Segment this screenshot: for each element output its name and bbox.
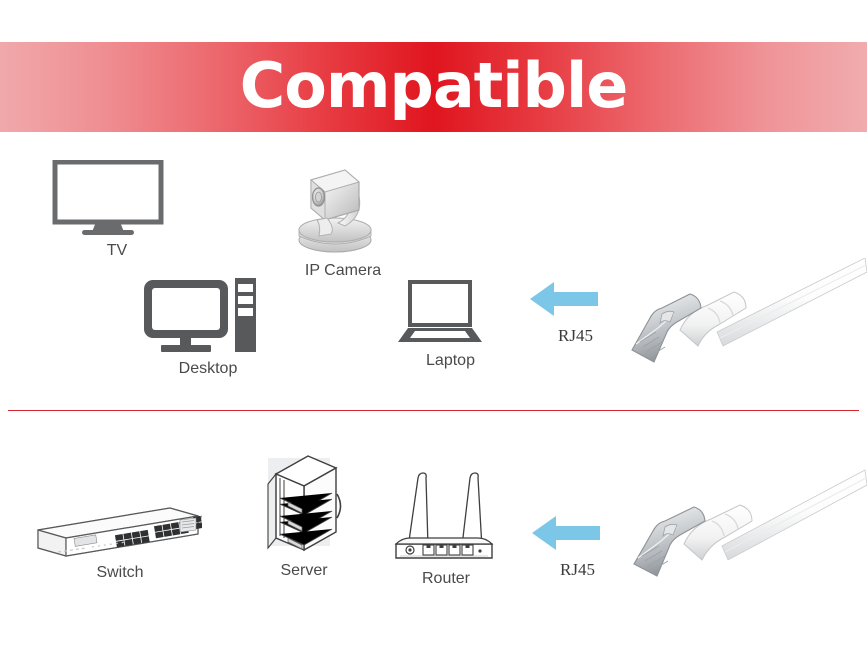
arrow-left-icon: [530, 512, 625, 554]
arrow-left-icon: [528, 278, 623, 320]
device-server: Server: [258, 452, 350, 580]
device-desktop: Desktop: [143, 276, 273, 378]
device-ip-camera: IP Camera: [283, 160, 403, 280]
ethernet-cable-top: [622, 258, 867, 366]
server-rack-icon: [258, 452, 350, 556]
device-laptop: Laptop: [398, 280, 503, 370]
laptop-icon: [398, 280, 503, 346]
ethernet-cable-bottom: [622, 468, 867, 584]
connector-rj45-top: RJ45: [528, 278, 623, 346]
device-label-switch: Switch: [96, 564, 144, 581]
desktop-computer-icon: [143, 276, 273, 354]
device-tv: TV: [52, 160, 182, 260]
connector-rj45-bottom: RJ45: [530, 512, 625, 580]
network-switch-icon: [30, 486, 210, 558]
device-label-tv: TV: [106, 242, 128, 259]
ip-camera-icon: [283, 160, 403, 256]
device-label-desktop: Desktop: [178, 360, 238, 377]
page-title: Compatible: [239, 49, 629, 122]
device-switch: Switch: [30, 486, 210, 582]
device-label-router: Router: [421, 570, 471, 587]
connector-label-rj45-bottom: RJ45: [560, 560, 595, 579]
device-label-server: Server: [280, 562, 328, 579]
device-label-laptop: Laptop: [426, 352, 475, 369]
header-banner: Compatible: [0, 42, 867, 132]
connector-label-rj45-top: RJ45: [558, 326, 593, 345]
device-label-ip-camera: IP Camera: [304, 262, 382, 279]
wifi-router-icon: [392, 462, 500, 564]
television-icon: [52, 160, 182, 236]
section-divider: [8, 410, 859, 411]
device-router: Router: [392, 462, 500, 588]
